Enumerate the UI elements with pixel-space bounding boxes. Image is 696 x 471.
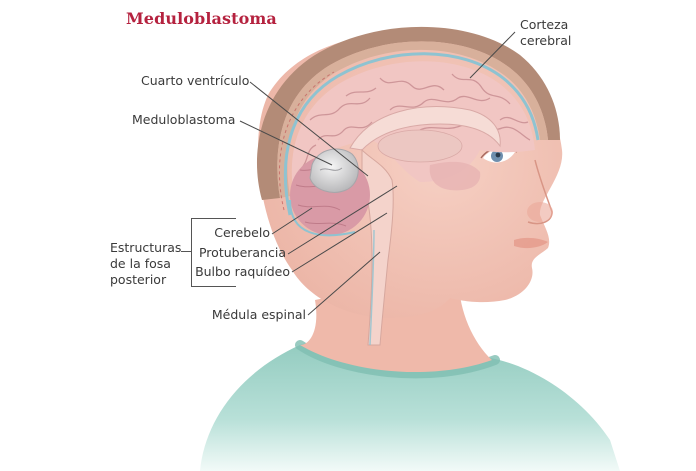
page-title: Meduloblastoma <box>126 9 277 28</box>
leader-medula <box>307 251 381 316</box>
bracket-posterior-fossa <box>191 218 236 287</box>
shirt <box>200 340 620 471</box>
label-bulbo-raquideo: Bulbo raquídeo <box>195 264 290 279</box>
leader-meduloblastoma <box>239 120 333 166</box>
label-corteza-line1: Corteza <box>520 17 569 32</box>
label-estructuras-line1: Estructuras <box>110 240 182 255</box>
bracket-tick <box>181 251 191 252</box>
leader-cerebelo <box>271 207 313 235</box>
label-medula-espinal: Médula espinal <box>211 307 306 322</box>
corpus-callosum <box>349 106 501 151</box>
leader-bulbo <box>291 212 388 273</box>
leader-corteza <box>469 31 516 79</box>
label-corteza-cerebral: Corteza cerebral <box>520 17 571 49</box>
label-estructuras-line3: posterior <box>110 272 167 287</box>
label-protuberancia: Protuberancia <box>198 245 286 260</box>
leader-cuarto-ventriculo <box>249 81 369 177</box>
label-cuarto-ventriculo: Cuarto ventrículo <box>141 73 250 88</box>
label-estructuras-fosa-posterior: Estructuras de la fosa posterior <box>110 240 181 288</box>
label-estructuras-line2: de la fosa <box>110 256 171 271</box>
cerebrum <box>291 61 535 205</box>
label-meduloblastoma: Meduloblastoma <box>132 112 236 127</box>
label-corteza-line2: cerebral <box>520 33 572 48</box>
label-cerebelo: Cerebelo <box>214 225 270 240</box>
leader-protuberancia <box>287 185 398 255</box>
leader-lines <box>239 31 516 316</box>
lips <box>514 237 548 249</box>
